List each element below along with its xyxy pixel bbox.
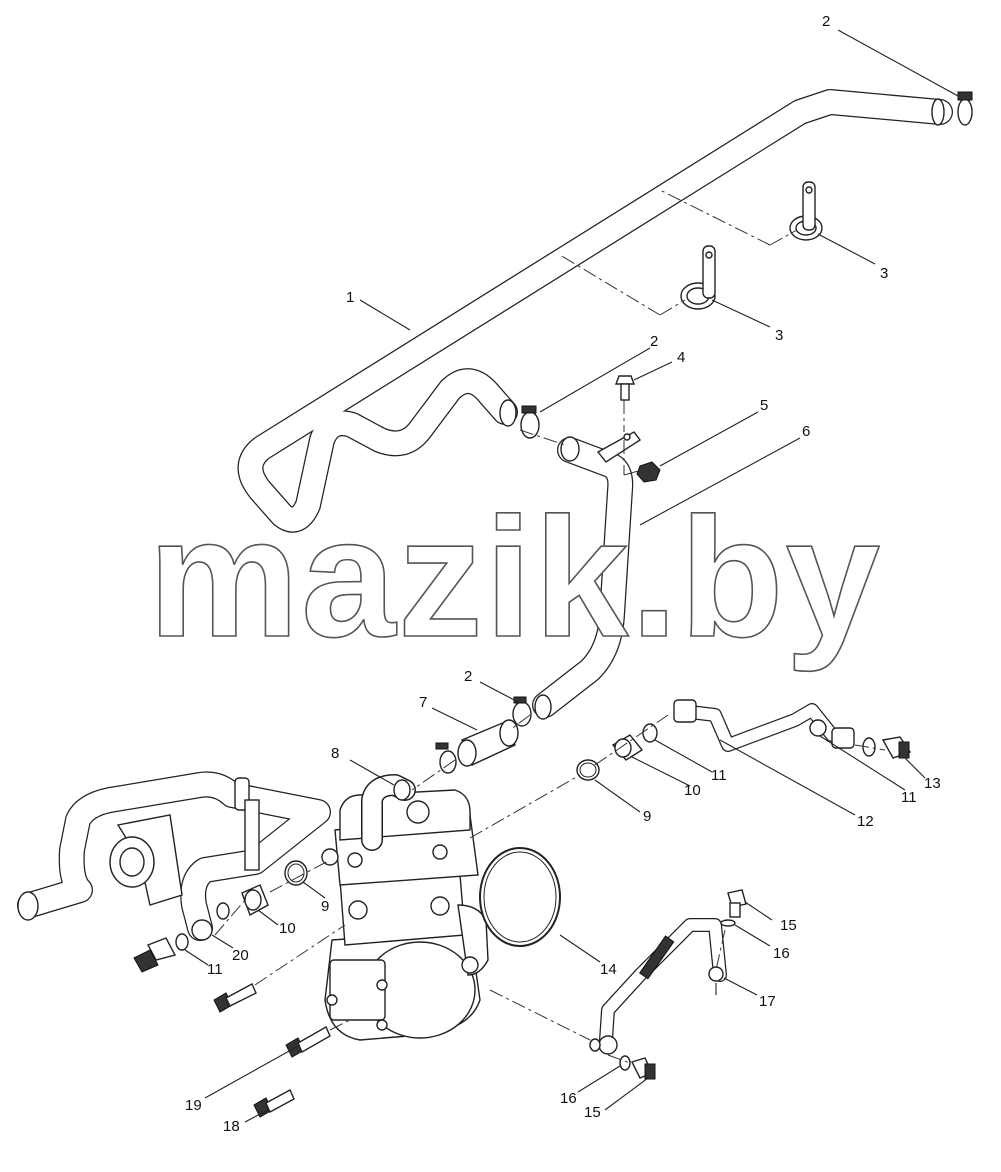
callout-16-lower: 16: [560, 1090, 577, 1107]
rubber-hose-part-7: [457, 719, 519, 767]
callout-11-left: 11: [207, 961, 223, 978]
callout-8: 8: [331, 745, 339, 762]
callout-9-upper: 9: [643, 808, 651, 825]
oil-line-assembly: [598, 918, 727, 1055]
callout-5: 5: [760, 397, 768, 414]
bolt-part-19: [285, 1026, 331, 1058]
callout-4: 4: [677, 349, 685, 366]
callout-18: 18: [223, 1118, 240, 1135]
callout-12: 12: [857, 813, 874, 830]
tube-bracket-upper: [789, 181, 823, 241]
callout-20: 20: [232, 947, 249, 964]
assembly-axis-lines: [214, 189, 886, 1064]
callout-16-upper: 16: [773, 945, 790, 962]
fitting-part-10-left: [241, 884, 269, 917]
washer-20: [216, 902, 230, 920]
seal-washer-right: [862, 737, 876, 757]
banjo-bolt-part-13: [881, 736, 912, 759]
callout-labels: 2 3 1 3 2 4 5 6 2 7 8 11 10 9 13 11 12 9…: [185, 13, 941, 1135]
watermark-text: mazik.by: [148, 483, 882, 673]
callout-14: 14: [600, 961, 617, 978]
callout-11-upper: 11: [711, 767, 727, 784]
callout-2-top: 2: [822, 13, 830, 30]
bent-pipe-part-6: [532, 431, 642, 720]
callout-15-upper: 15: [780, 917, 797, 934]
leader-lines: [184, 29, 959, 1123]
callout-19: 19: [185, 1097, 202, 1114]
callout-15-lower: 15: [584, 1104, 601, 1121]
washer-11-left: [175, 933, 189, 951]
o-ring-part-9-upper: [576, 759, 600, 781]
nut-part-5: [636, 461, 661, 483]
gasket-ring-part-14: [479, 847, 561, 947]
callout-6: 6: [802, 423, 810, 440]
banjo-bolt-15-upper: [727, 889, 747, 918]
callout-11-right: 11: [901, 789, 917, 806]
washer-16-lower: [589, 1038, 631, 1071]
callout-9-left: 9: [321, 898, 329, 915]
callout-10-left: 10: [279, 920, 296, 937]
banjo-bolt-15-lower: [631, 1057, 656, 1080]
callout-17: 17: [759, 993, 776, 1010]
pipe-assembly-part-12: [673, 699, 855, 752]
callout-2-middle: 2: [650, 333, 658, 350]
callout-2-lower: 2: [464, 668, 472, 685]
left-tube-assembly: [17, 771, 331, 941]
tube-bracket-lower: [680, 245, 716, 310]
callout-1: 1: [346, 289, 354, 306]
banjo-bolt-left: [133, 937, 177, 973]
fitting-part-10-upper: [611, 734, 644, 761]
callout-3-lower: 3: [775, 327, 783, 344]
callout-10-upper: 10: [684, 782, 701, 799]
hose-clamp-top: [957, 91, 973, 126]
o-ring-part-9-left: [284, 860, 308, 886]
washer-11-upper: [642, 723, 658, 743]
air-compressor: [321, 774, 489, 1041]
callout-3-upper: 3: [880, 265, 888, 282]
callout-7: 7: [419, 694, 427, 711]
hose-clamp-lower: [512, 696, 532, 727]
callout-13: 13: [924, 775, 941, 792]
bolt-part-18: [253, 1089, 295, 1118]
long-tube-part-1: [237, 89, 953, 533]
bolt-part-4: [614, 375, 636, 401]
hose-clamp-small: [435, 742, 457, 774]
washer-16-upper: [720, 919, 736, 927]
bolt-front: [213, 983, 257, 1013]
